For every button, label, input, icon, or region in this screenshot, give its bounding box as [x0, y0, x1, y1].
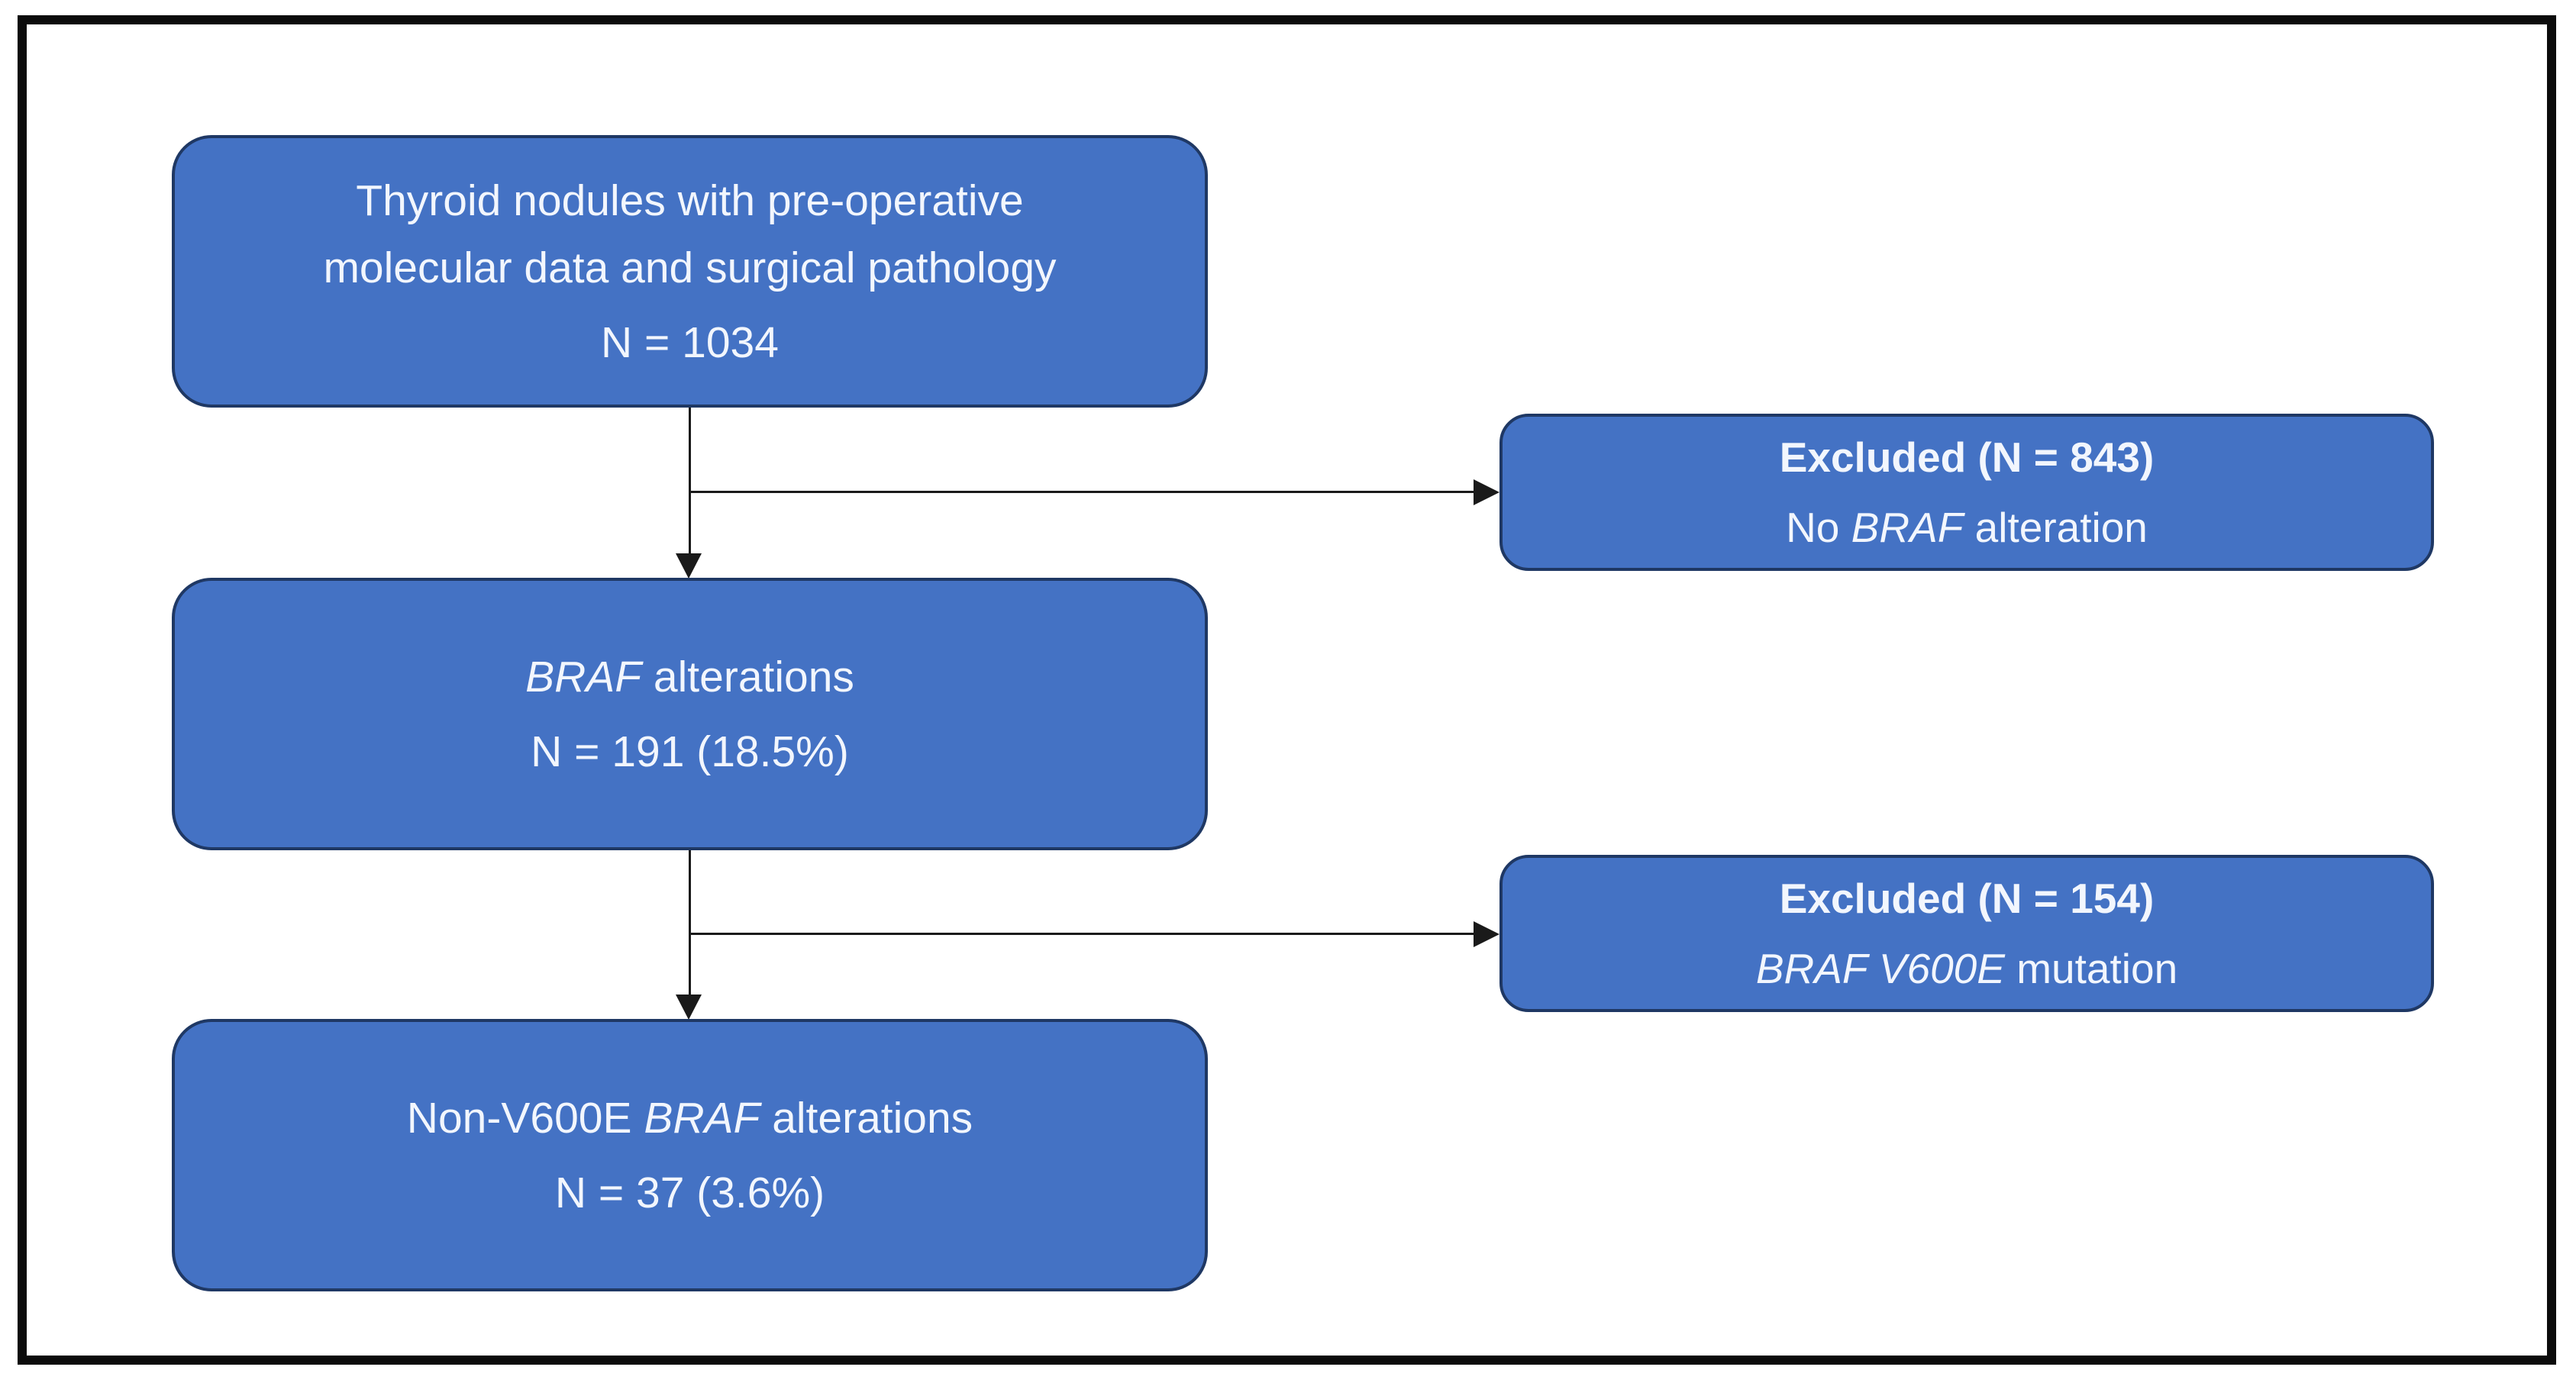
excluded1-reason: No BRAF alteration	[1786, 492, 2148, 563]
bottom-box-count: N = 37 (3.6%)	[554, 1168, 825, 1217]
connector-braf-to-bottom-line	[689, 850, 691, 995]
bottom-box-title: Non-V600E BRAF alterations	[407, 1085, 973, 1152]
connector-branch-excluded1-line	[689, 491, 1476, 493]
braf-box-title-rest: alterations	[641, 652, 854, 701]
excluded1-reason-prefix: No	[1786, 504, 1851, 551]
connector-top-to-braf-line	[689, 408, 691, 557]
excluded-no-braf-box: Excluded (N = 843) No BRAF alteration	[1499, 414, 2434, 571]
excluded2-reason-suffix: mutation	[2004, 945, 2178, 992]
top-box-count: N = 1034	[601, 318, 779, 367]
excluded1-reason-gene: BRAF	[1851, 504, 1964, 551]
arrow-down-icon	[676, 995, 702, 1020]
arrow-down-icon	[676, 553, 702, 579]
top-box-line1: Thyroid nodules with pre-operative	[356, 176, 1024, 225]
bottom-box-title-suffix: alterations	[760, 1093, 973, 1143]
top-box-thyroid-nodules: Thyroid nodules with pre-operative molec…	[172, 135, 1208, 408]
excluded2-title: Excluded (N = 154)	[1779, 875, 2155, 922]
diagram-frame: Thyroid nodules with pre-operative molec…	[18, 15, 2556, 1365]
top-box-line2: molecular data and surgical pathology	[323, 243, 1057, 292]
bottom-box-title-gene: BRAF	[644, 1093, 760, 1143]
braf-alterations-box: BRAF alterations N = 191 (18.5%)	[172, 578, 1208, 850]
bottom-box-title-prefix: Non-V600E	[406, 1093, 644, 1143]
arrow-right-icon	[1474, 479, 1499, 505]
arrow-right-icon	[1474, 921, 1499, 947]
excluded-v600e-box: Excluded (N = 154) BRAF V600E mutation	[1499, 855, 2434, 1012]
excluded1-title: Excluded (N = 843)	[1779, 434, 2155, 481]
connector-branch-excluded2-line	[689, 933, 1476, 935]
excluded2-reason-gene: BRAF V600E	[1755, 945, 2005, 992]
braf-box-title-gene: BRAF	[525, 652, 642, 701]
braf-box-count: N = 191 (18.5%)	[531, 727, 849, 776]
excluded2-reason: BRAF V600E mutation	[1756, 933, 2177, 1004]
excluded1-reason-suffix: alteration	[1963, 504, 2148, 551]
non-v600e-braf-box: Non-V600E BRAF alterations N = 37 (3.6%)	[172, 1019, 1208, 1291]
braf-box-title: BRAF alterations	[525, 643, 854, 711]
